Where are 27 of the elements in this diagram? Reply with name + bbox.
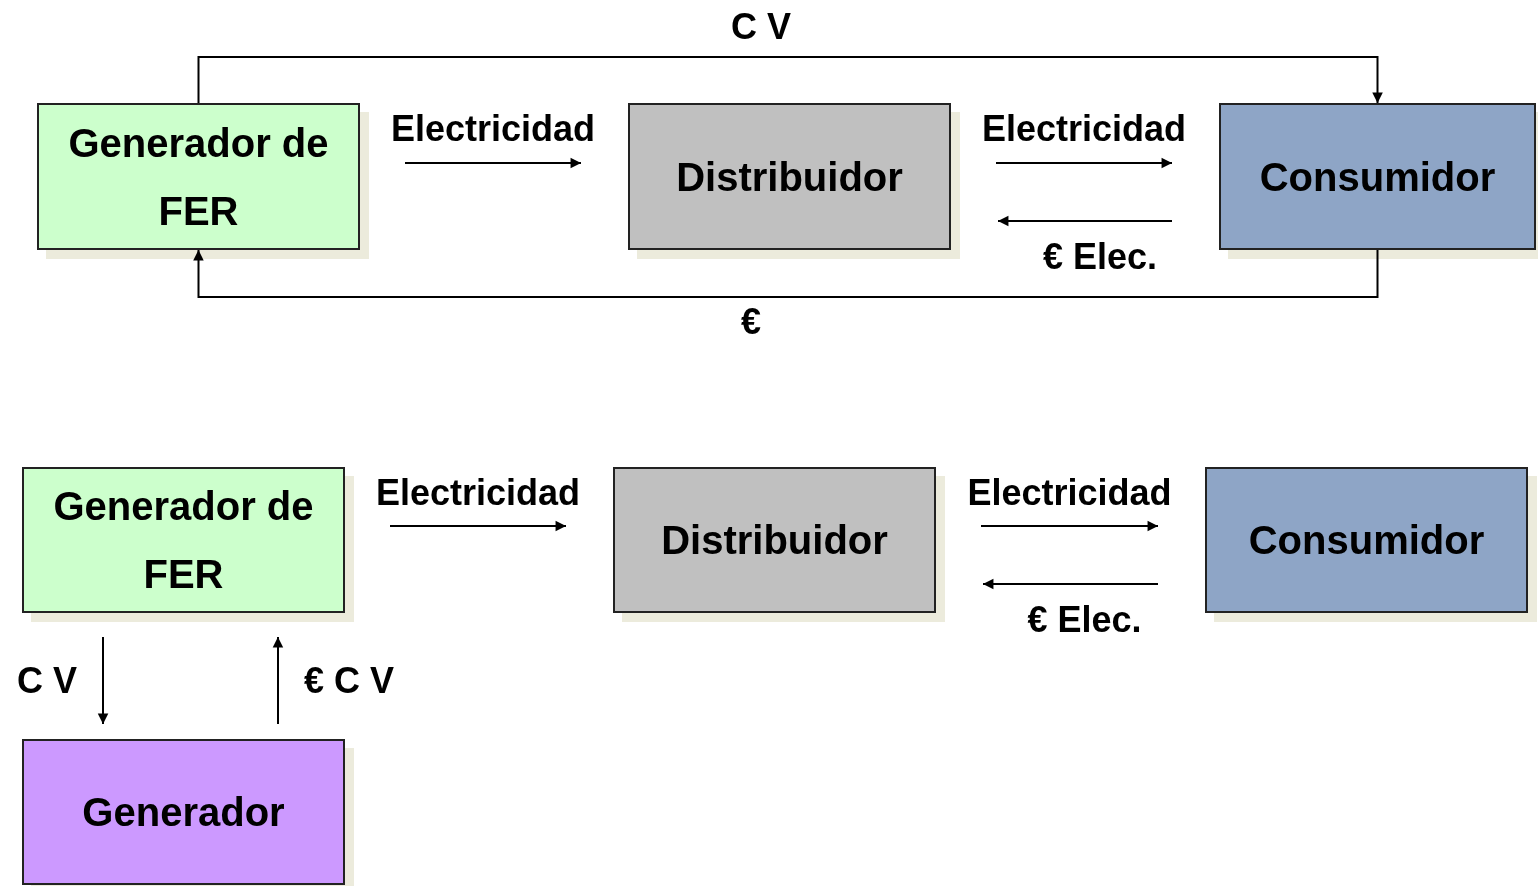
box-label: Distribuidor xyxy=(661,517,888,564)
box-label: Distribuidor xyxy=(676,153,903,201)
edge-label: Electricidad xyxy=(375,472,581,514)
arrow xyxy=(193,249,1379,298)
arrow xyxy=(97,636,109,725)
arrow xyxy=(995,157,1173,169)
arrow xyxy=(997,215,1173,227)
edge-label: C V xyxy=(17,659,77,702)
arrow xyxy=(980,520,1159,532)
edge-label: € xyxy=(741,301,761,343)
edge-label: Electricidad xyxy=(981,108,1187,150)
arrow xyxy=(389,520,567,532)
box-label: Generador de FER xyxy=(67,119,330,235)
edge-label: € Elec. xyxy=(1042,236,1158,278)
edge-label: Electricidad xyxy=(390,108,596,150)
box-label: Generador de FER xyxy=(52,483,315,598)
edge-label: € C V xyxy=(304,659,394,702)
box-label: Consumidor xyxy=(1259,153,1496,201)
arrow xyxy=(404,157,582,169)
arrow xyxy=(197,56,1383,104)
edge-label: € Elec. xyxy=(1027,599,1142,641)
edge-label: Electricidad xyxy=(967,472,1172,514)
box-label: Consumidor xyxy=(1248,517,1485,564)
edge-label: C V xyxy=(731,6,791,48)
arrow xyxy=(272,636,284,725)
box-label: Generador xyxy=(82,789,285,836)
arrow xyxy=(982,578,1159,590)
